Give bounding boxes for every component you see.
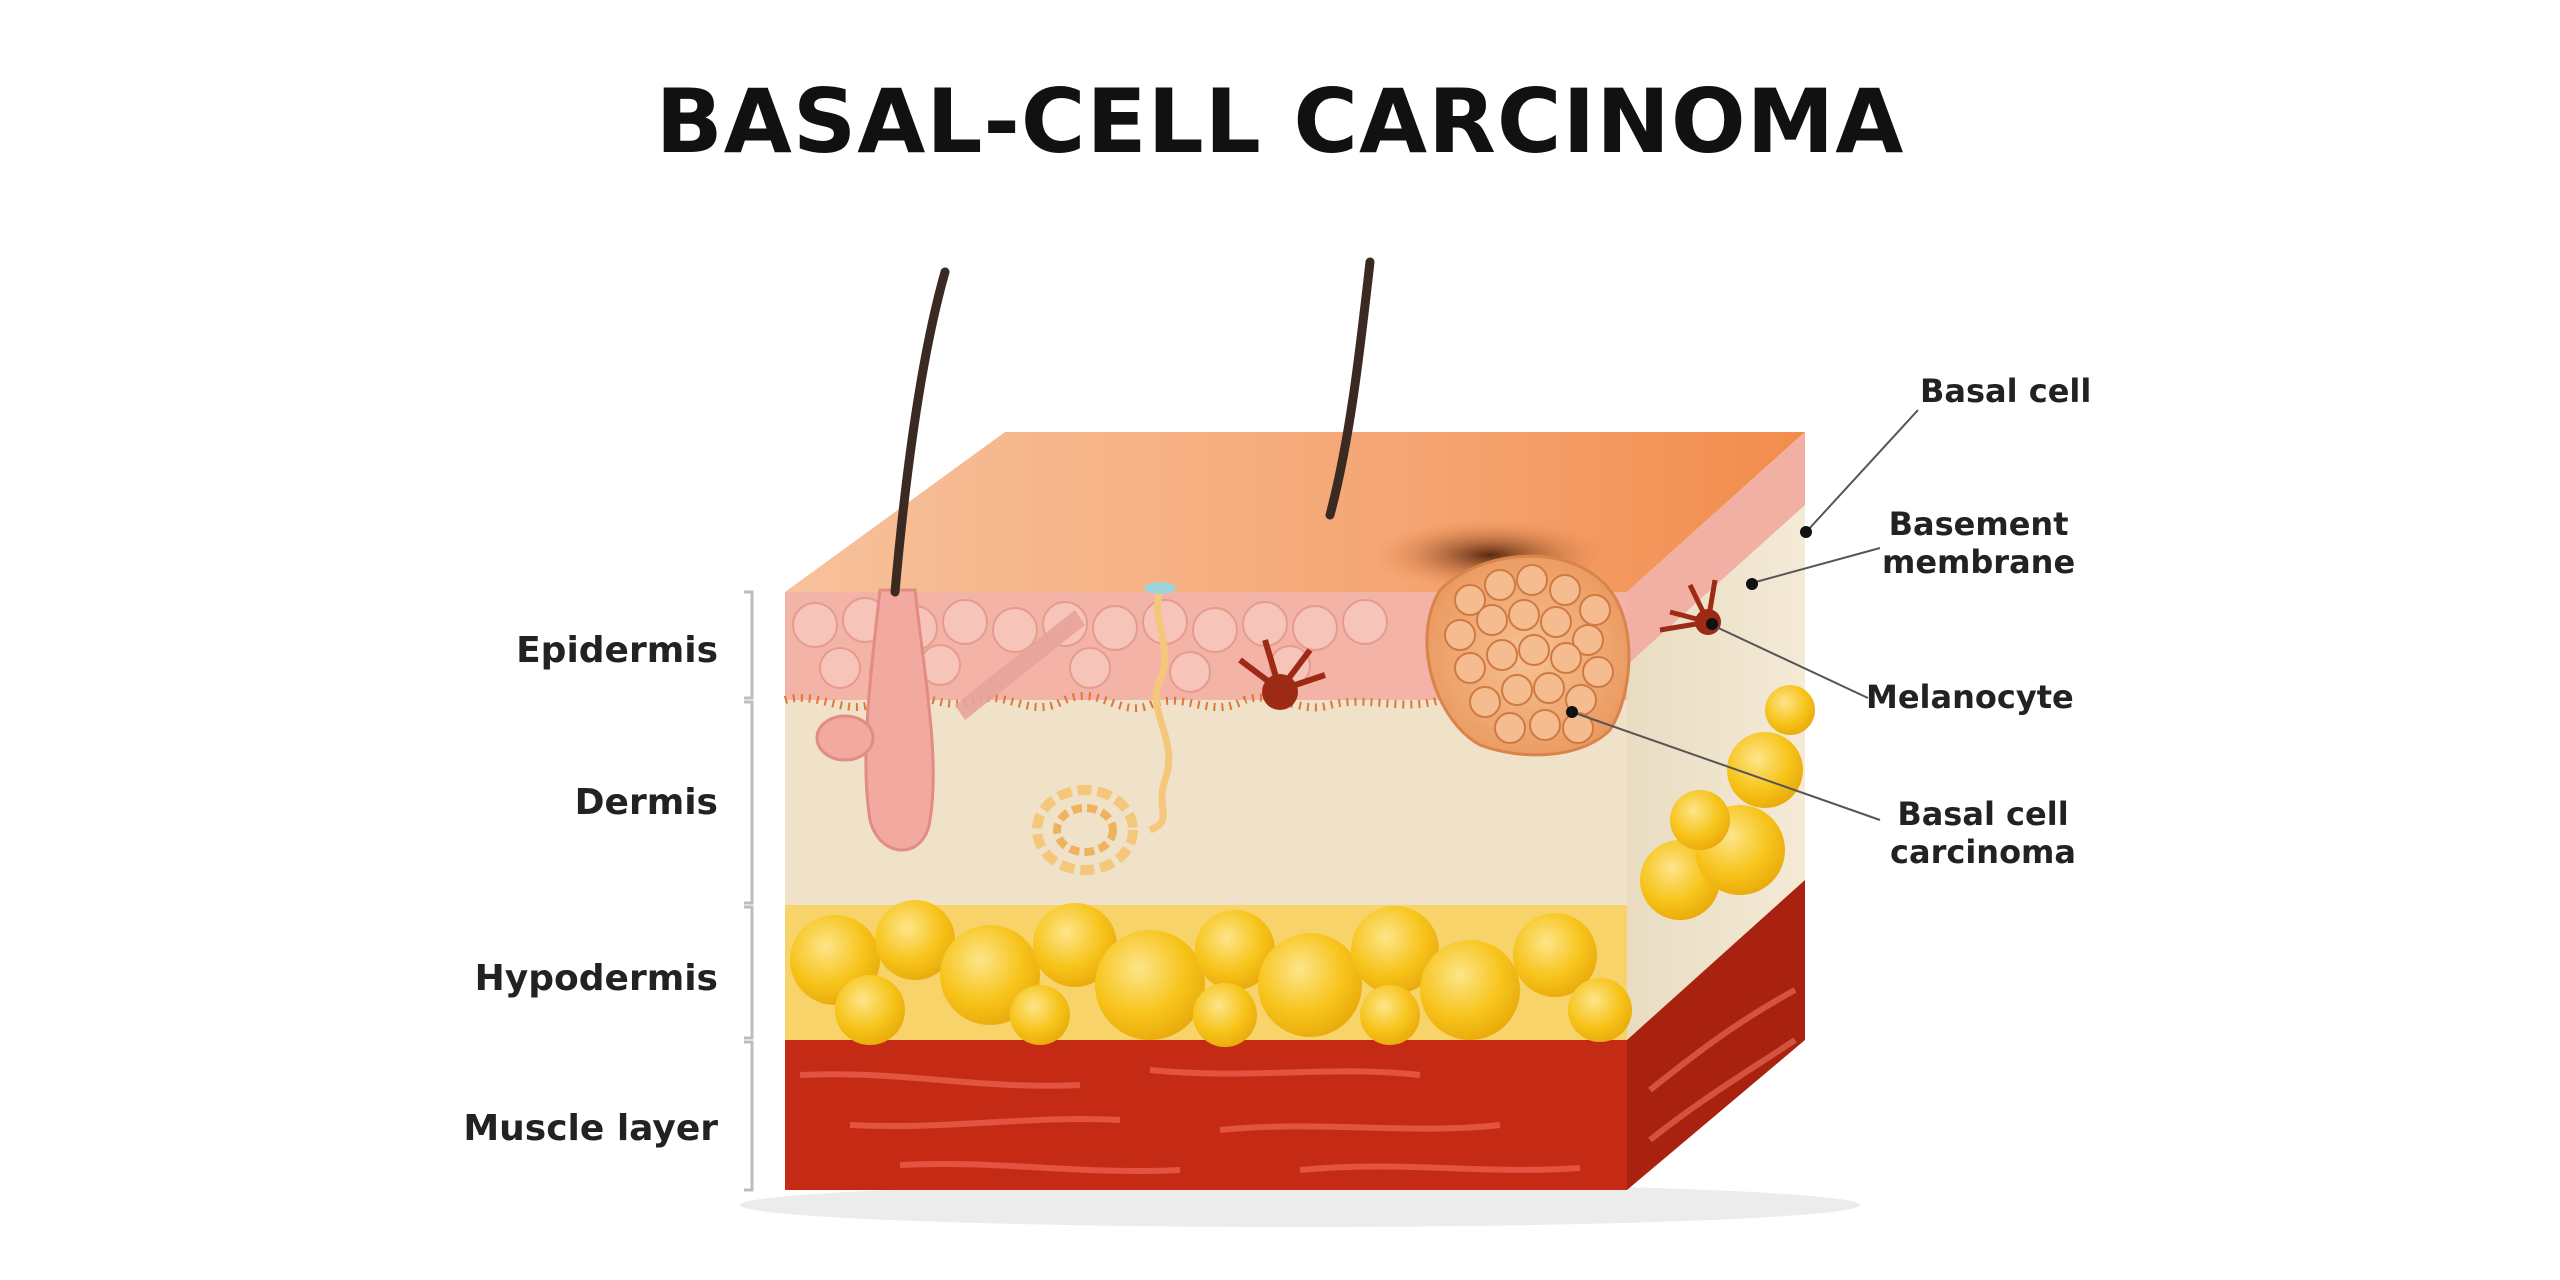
callout-carcinoma-line1: Basal cell (1897, 795, 2069, 833)
sweat-pore (1144, 582, 1176, 594)
hair-follicle (864, 588, 935, 852)
layer-brackets (744, 590, 754, 1192)
label-dermis: Dermis (574, 782, 718, 823)
sweat-gland-coil-inner (1053, 804, 1117, 856)
callout-basal-cell-text: Basal cell (1920, 372, 2092, 410)
callout-basal-cell: Basal cell (1920, 372, 2091, 410)
muscle-fibers (799, 1067, 1581, 1174)
diagram-title: BASAL-CELL CARCINOMA (655, 70, 1905, 173)
sweat-gland-coil (1032, 785, 1138, 875)
sweat-duct (1148, 588, 1173, 834)
melanocyte-front-body (1262, 674, 1298, 710)
label-muscle-layer: Muscle layer (463, 1108, 718, 1149)
callout-basement-membrane-line2: membrane (1882, 543, 2076, 581)
fat-globules (790, 685, 1815, 1047)
right-face-muscle-fibers (1648, 987, 1797, 1143)
arrector-pili-muscle (955, 610, 1085, 720)
hair-shaft-left (890, 267, 950, 597)
right-face-muscle (1627, 880, 1805, 1190)
basement-membrane (783, 689, 1442, 713)
callout-basal-cell-carcinoma: Basal cell carcinoma (1890, 795, 2076, 871)
label-hypodermis: Hypodermis (474, 958, 718, 999)
carcinoma-cells (1444, 564, 1614, 744)
hair-shaft-right (1325, 257, 1375, 520)
callout-melanocyte-text: Melanocyte (1866, 678, 2074, 716)
callout-carcinoma-line2: carcinoma (1890, 833, 2076, 871)
callout-leader-lines (1571, 409, 1919, 821)
sebaceous-gland (815, 714, 875, 762)
label-epidermis: Epidermis (516, 630, 718, 671)
callout-anchor-dots (1566, 526, 1812, 718)
callout-basement-membrane-line1: Basement (1888, 505, 2069, 543)
right-face-epidermis (1627, 432, 1805, 665)
callout-basement-membrane: Basement membrane (1882, 505, 2075, 581)
callout-melanocyte: Melanocyte (1866, 678, 2074, 716)
skin-surface (785, 432, 1805, 592)
block-shadow (740, 1183, 1860, 1227)
